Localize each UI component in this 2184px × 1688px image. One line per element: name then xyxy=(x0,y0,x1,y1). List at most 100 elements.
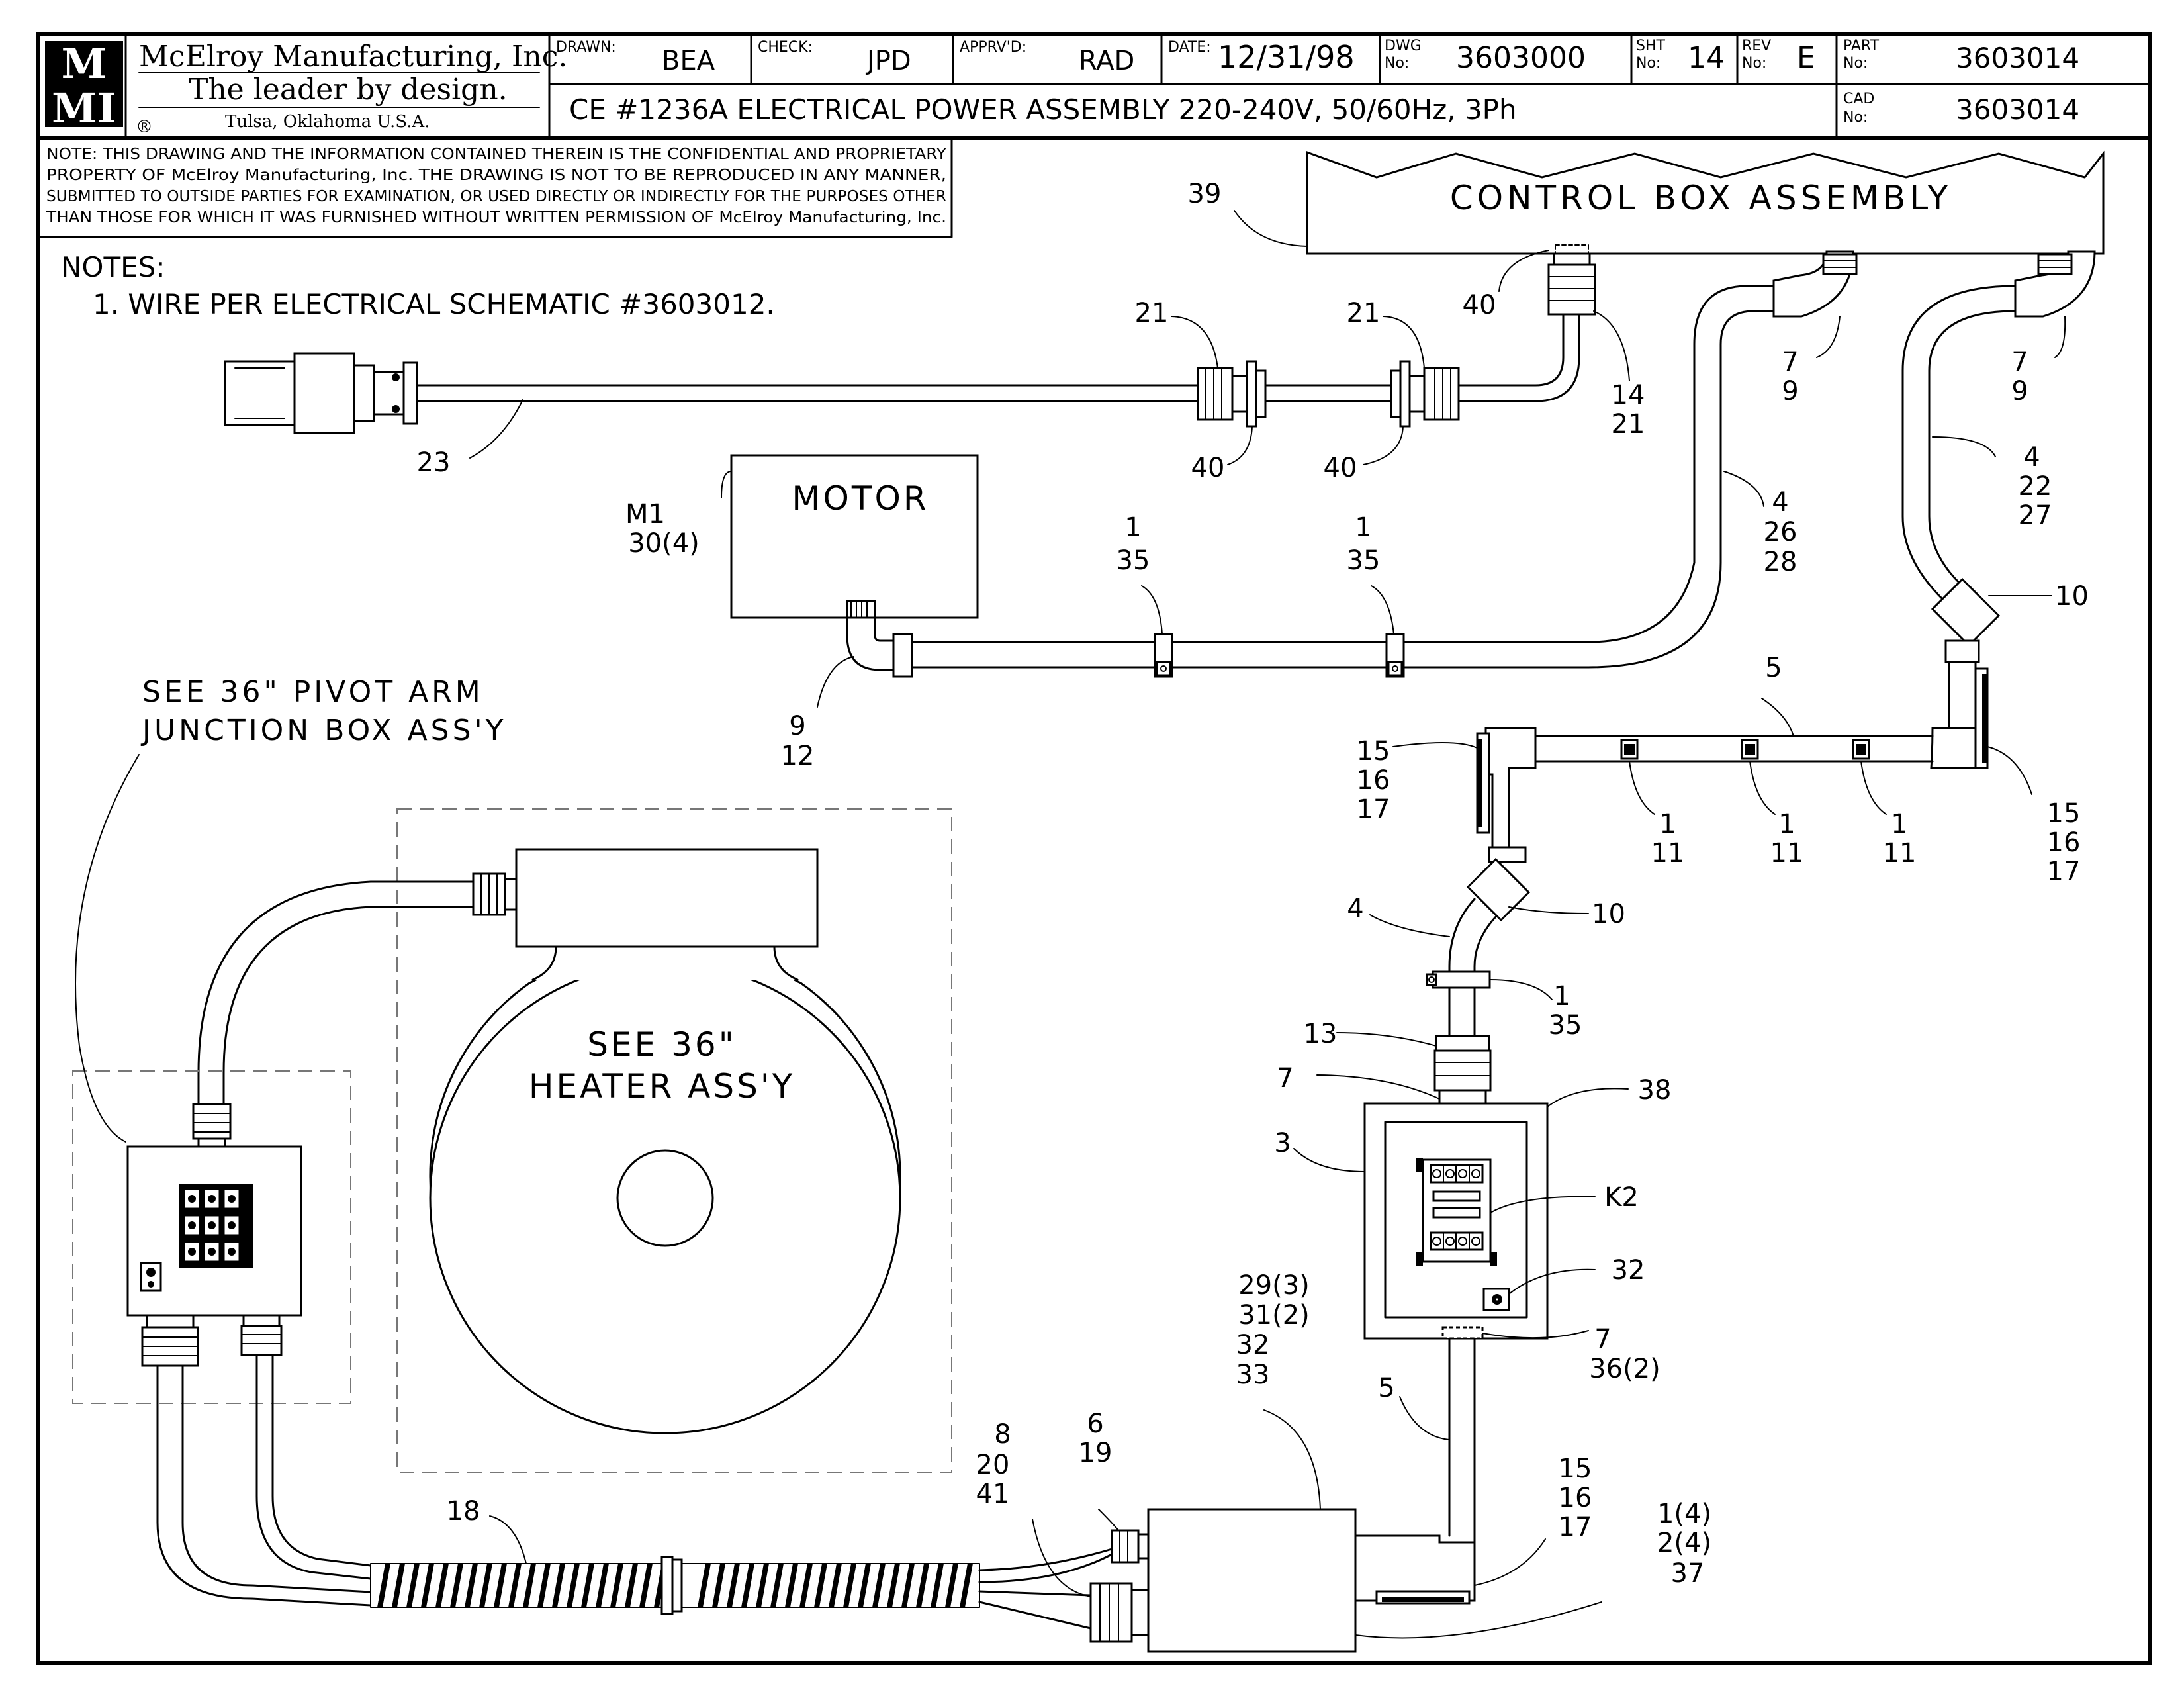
spiral-stripe xyxy=(523,1564,536,1607)
callout-38: 38 xyxy=(1638,1075,1672,1105)
conduit-hub-13 xyxy=(1433,1035,1492,1105)
elbow-7-9-right xyxy=(2014,250,2096,318)
callout-4-22-27-22: 22 xyxy=(2019,471,2052,502)
cord-grip-6-19 xyxy=(1111,1529,1150,1564)
contactor-k2 xyxy=(1416,1158,1497,1266)
clamp-1-35-c xyxy=(1426,970,1491,989)
date-label: DATE: xyxy=(1168,39,1211,56)
apprvd-value: RAD xyxy=(1079,46,1134,76)
callout-40-right: 40 xyxy=(1324,453,1357,483)
callout-4-26-28-28: 28 xyxy=(1764,547,1797,577)
dwg-value: 3603000 xyxy=(1456,41,1586,75)
callout-9-12-9: 9 xyxy=(789,711,805,741)
heater-dashed-outline xyxy=(396,808,952,1473)
clamp-1-11-b xyxy=(1741,739,1759,760)
callout-7-36-36: 36(2) xyxy=(1589,1354,1661,1384)
confidential-note: NOTE: THIS DRAWING AND THE INFORMATION C… xyxy=(37,136,953,238)
spiral-stripe xyxy=(931,1564,944,1607)
callout-4-22-27-27: 27 xyxy=(2019,500,2052,531)
title-block: M MI ® McElroy Manufacturing, Inc. The l… xyxy=(38,33,2151,140)
callout-37: 37 xyxy=(1671,1558,1705,1589)
spiral-stripe xyxy=(799,1564,813,1607)
callout-13: 13 xyxy=(1304,1019,1338,1049)
callout-15-16-17-right-17: 17 xyxy=(2047,857,2081,887)
mmi-logo: M MI xyxy=(45,40,123,132)
elbow-10-mid xyxy=(1466,846,1531,922)
spiral-stripe xyxy=(843,1564,856,1607)
note-1: 1. WIRE PER ELECTRICAL SCHEMATIC #360301… xyxy=(93,288,775,320)
callout-1-11-b-1: 1 xyxy=(1778,809,1795,839)
callout-18: 18 xyxy=(447,1496,480,1526)
callout-1-11-b-11: 11 xyxy=(1770,838,1804,868)
part-label-2: No: xyxy=(1843,55,1868,71)
callout-1-4: 1(4) xyxy=(1657,1499,1711,1529)
callout-15-16-17-right-16: 16 xyxy=(2047,827,2081,858)
pivot-cord-grip-bottom-right xyxy=(240,1314,283,1356)
registered-mark: ® xyxy=(136,117,153,137)
callout-15-16-17-bottom-17: 17 xyxy=(1559,1512,1592,1542)
callout-6: 6 xyxy=(1087,1409,1103,1439)
callout-14-21: 21 xyxy=(1612,409,1645,440)
motor: MOTOR xyxy=(730,454,979,619)
callout-8-20: 20 xyxy=(976,1450,1010,1480)
pivot-dashed-outline xyxy=(72,1070,351,1404)
spiral-stripe xyxy=(858,1564,871,1607)
clamp-1-35-a xyxy=(1154,633,1173,678)
sht-label-2: No: xyxy=(1636,55,1661,71)
contactor-enclosure xyxy=(1363,1102,1549,1340)
spiral-stripe xyxy=(872,1564,886,1607)
ground-lug-pivot xyxy=(140,1262,162,1292)
bulkhead-fitting-left xyxy=(1197,360,1267,428)
spiral-stripe xyxy=(377,1564,390,1607)
callout-k2: K2 xyxy=(1604,1182,1639,1213)
spiral-stripe xyxy=(581,1564,594,1607)
callout-40-left: 40 xyxy=(1191,453,1225,483)
spiral-stripe xyxy=(916,1564,929,1607)
callout-10-top: 10 xyxy=(2055,581,2089,612)
pivot-label-2: JUNCTION BOX ASS'Y xyxy=(140,714,507,747)
spiral-stripe xyxy=(945,1564,958,1607)
spiral-stripe xyxy=(450,1564,463,1607)
control-box-assembly: CONTROL BOX ASSEMBLY xyxy=(1306,150,2105,255)
part-value: 3603014 xyxy=(1956,42,2079,74)
drawn-value: BEA xyxy=(662,46,715,76)
company-tagline: The leader by design. xyxy=(189,73,508,107)
callout-5-top: 5 xyxy=(1765,653,1782,683)
spiral-stripe xyxy=(494,1564,507,1607)
callout-m1-30: 30(4) xyxy=(628,528,700,559)
spiral-stripe xyxy=(698,1564,711,1607)
svg-text:M: M xyxy=(62,40,107,88)
clamp-1-11-a xyxy=(1620,739,1639,760)
callout-2-4: 2(4) xyxy=(1657,1528,1711,1558)
callout-15-16-17-bottom-15: 15 xyxy=(1559,1454,1592,1484)
callout-21-right: 21 xyxy=(1347,298,1381,328)
rev-value: E xyxy=(1797,41,1815,75)
callout-7-36-7: 7 xyxy=(1594,1324,1611,1354)
callout-1-35-a-1: 1 xyxy=(1124,512,1141,543)
callout-23: 23 xyxy=(417,447,451,478)
callout-15-16-17-left-17: 17 xyxy=(1357,794,1390,825)
drawing-title: CE #1236A ELECTRICAL POWER ASSEMBLY 220-… xyxy=(569,93,1517,126)
spiral-stripe xyxy=(508,1564,522,1607)
part-label-1: PART xyxy=(1843,38,1880,54)
callout-4-26-28-26: 26 xyxy=(1764,517,1797,547)
spiral-stripe xyxy=(625,1564,638,1607)
callout-33: 33 xyxy=(1236,1360,1270,1390)
cad-value: 3603014 xyxy=(1956,93,2079,126)
spiral-stripe xyxy=(479,1564,492,1607)
spiral-coupling xyxy=(660,1556,683,1615)
callout-15-16-17-left-15: 15 xyxy=(1357,736,1390,767)
callout-3: 3 xyxy=(1274,1128,1291,1158)
spiral-stripe xyxy=(741,1564,754,1607)
callout-1-35-c-35: 35 xyxy=(1549,1010,1582,1041)
pivot-label-1: SEE 36" PIVOT ARM xyxy=(142,675,484,709)
heater-cord-grip xyxy=(472,872,518,916)
callout-6-19: 19 xyxy=(1079,1438,1113,1468)
callout-39: 39 xyxy=(1188,179,1222,209)
dwg-label-2: No: xyxy=(1385,55,1409,71)
check-value: JPD xyxy=(865,46,911,76)
spiral-stripe xyxy=(567,1564,580,1607)
callout-1-35-a-35: 35 xyxy=(1116,545,1150,576)
lb-fitting-left xyxy=(1476,727,1537,849)
